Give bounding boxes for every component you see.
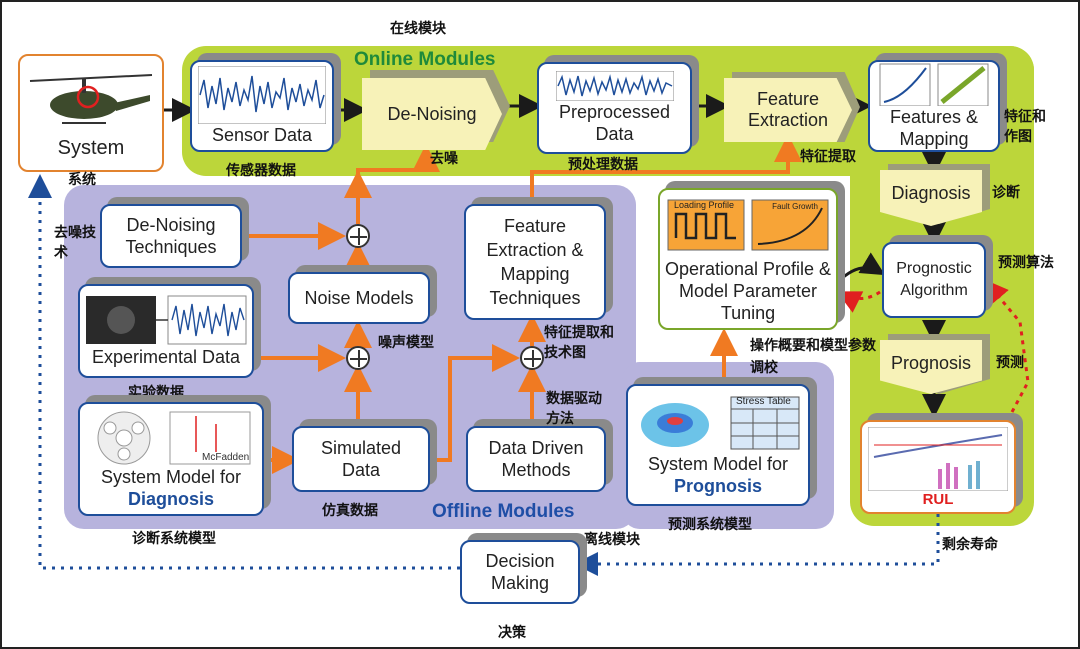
diagnosis-zh: 诊断 (992, 184, 1020, 200)
operational-profile-zh: 操作概要和模型参数调校 (750, 337, 876, 375)
decision-making-box: Decision Making (460, 540, 580, 604)
prognosis-step: Prognosis (880, 340, 982, 394)
decision-making-zh: 决策 (498, 624, 526, 640)
online-title-zh: 在线模块 (390, 20, 446, 36)
helicopter-icon (29, 74, 153, 124)
feature-extraction-step: Feature Extraction (724, 78, 852, 142)
fe-mapping-techniques-zh: 特征提取和技术图 (544, 324, 614, 360)
data-driven-zh: 数据驱动方法 (546, 390, 602, 426)
noise-models-zh: 噪声模型 (378, 334, 434, 350)
noise-models-label: Noise Models (304, 288, 414, 308)
experimental-data-box: Experimental Data (78, 284, 254, 378)
arrow-rul-to-decision (574, 514, 940, 576)
denoising-zh: 去噪 (430, 150, 458, 166)
simulated-data-zh: 仿真数据 (322, 502, 378, 518)
sensor-data-zh: 传感器数据 (226, 162, 296, 178)
system-model-diagnosis-box: McFadden System Model for Diagnosis (78, 402, 264, 516)
sum-junction-features (520, 346, 544, 370)
prognostic-algorithm-label: Prognostic Algorithm (896, 260, 972, 299)
arrow-algorithm-to-tuning (836, 290, 881, 313)
data-driven-box: Data Driven Methods (466, 426, 606, 492)
rul-label: RUL (922, 491, 954, 508)
experimental-data-zh: 实验数据 (128, 384, 184, 400)
system-model-diagnosis-line1: System Model for (100, 467, 242, 487)
sensor-data-box: Sensor Data (190, 60, 334, 152)
feature-extraction-zh: 特征提取 (800, 148, 856, 164)
arrow-rul-to-algorithm (984, 279, 1030, 413)
rul-box: RUL (860, 420, 1016, 514)
system-box: System (18, 54, 164, 172)
offline-title-zh: 离线模块 (584, 531, 640, 547)
fe-mapping-techniques-box: Feature Extraction & Mapping Techniques (464, 204, 606, 320)
denoising-techniques-box: De-Noising Techniques (100, 204, 242, 268)
diagnosis-label: Diagnosis (891, 182, 971, 203)
system-model-prognosis-zh: 预测系统模型 (668, 516, 752, 532)
sum-junction-data (346, 346, 370, 370)
system-model-prognosis-box: Stress Table System Model for Prognosis (626, 384, 810, 506)
profile-charts (667, 199, 829, 251)
system-model-diagnosis-line2: Diagnosis (127, 489, 215, 509)
arrow-fe-to-feature-extraction (530, 134, 802, 198)
denoising-techniques-label: De-Noising Techniques (125, 215, 217, 257)
rul-zh: 剩余寿命 (942, 536, 998, 552)
fault-growth-caption: Fault Growth (772, 202, 818, 211)
preprocessed-signal-plot (555, 71, 674, 101)
preprocessed-zh: 预处理数据 (568, 156, 638, 172)
system-zh: 系统 (68, 171, 96, 187)
prognosis-zh: 预测 (996, 354, 1024, 370)
operational-profile-box: Loading Profile Fault Growth Operational… (658, 188, 838, 330)
online-modules-title: Online Modules (354, 49, 496, 70)
prognostic-algorithm-box: Prognostic Algorithm (882, 242, 986, 318)
stress-model-image (641, 396, 800, 450)
decision-making-label: Decision Making (485, 551, 555, 593)
feature-extraction-label: Feature Extraction (747, 89, 829, 130)
features-mapping-label: Features & Mapping (889, 107, 979, 149)
system-model-prognosis-line1: System Model for (647, 454, 789, 474)
preprocessed-label: Preprocessed Data (558, 102, 671, 144)
simulated-data-box: Simulated Data (292, 426, 430, 492)
mapping-plots (879, 63, 989, 106)
noise-models-box: Noise Models (288, 272, 430, 324)
sensor-signal-plot (198, 66, 326, 124)
rul-plot (868, 427, 1008, 491)
offline-modules-title: Offline Modules (432, 501, 575, 522)
system-label: System (57, 137, 125, 159)
sum-junction-noise (346, 224, 370, 248)
arrow-sum1-to-denoising (356, 144, 440, 178)
features-mapping-zh: 特征和作图 (1004, 108, 1046, 144)
mcfadden-caption: McFadden (202, 452, 250, 463)
arrow-simulated-to-sum3 (432, 344, 520, 462)
experimental-photo-and-plot (86, 295, 247, 345)
arrow-tuning-to-algorithm (836, 252, 886, 284)
system-model-diagnosis-zh: 诊断系统模型 (132, 530, 216, 546)
simulated-data-label: Simulated Data (320, 438, 402, 480)
data-driven-label: Data Driven Methods (488, 438, 584, 480)
system-model-prognosis-line2: Prognosis (673, 476, 762, 496)
denoising-techniques-zh: 去噪技术 (54, 224, 96, 260)
gear-diagram-image (97, 411, 251, 465)
denoising-label: De-Noising (387, 103, 477, 124)
prognosis-label: Prognosis (890, 352, 972, 373)
prognostic-algorithm-zh: 预测算法 (998, 254, 1054, 270)
stress-table-caption: Stress Table (736, 396, 791, 407)
fe-mapping-techniques-label: Feature Extraction & Mapping Techniques (486, 216, 584, 308)
denoising-step: De-Noising (362, 78, 502, 150)
preprocessed-data-box: Preprocessed Data (537, 62, 692, 154)
sensor-data-label: Sensor Data (211, 125, 313, 145)
operational-profile-label: Operational Profile & Model Parameter Tu… (664, 259, 832, 323)
loading-profile-caption: Loading Profile (674, 200, 735, 210)
features-mapping-box: Features & Mapping (868, 60, 1000, 152)
experimental-data-label: Experimental Data (91, 347, 241, 367)
